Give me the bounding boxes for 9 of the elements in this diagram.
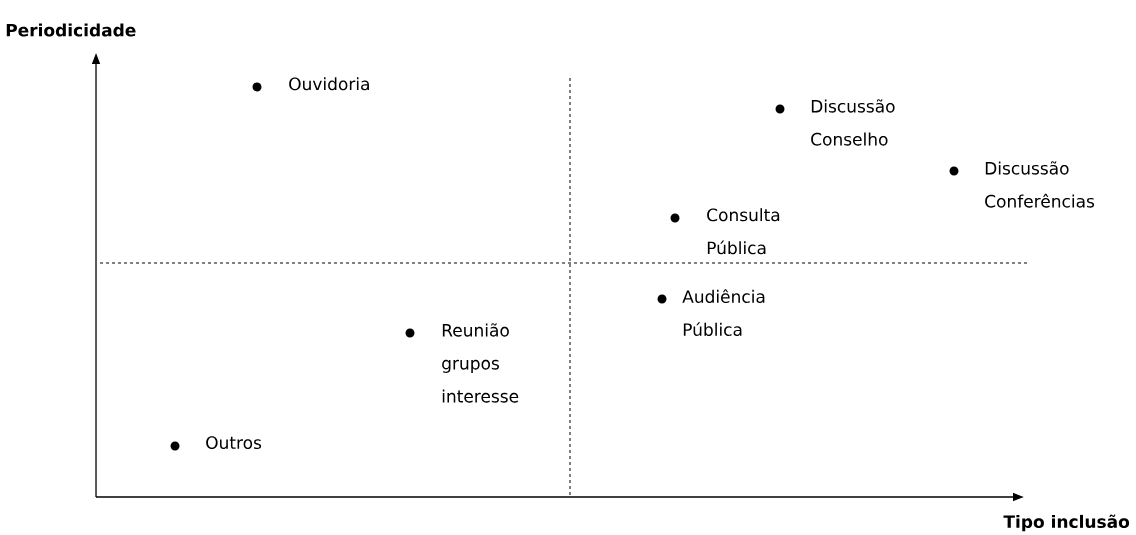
point-label: Reunião grupos interesse [442, 323, 519, 403]
point-label: Audiência Pública [682, 289, 765, 336]
point-label: Outros [206, 436, 262, 450]
point-label: Consulta Pública [707, 208, 780, 255]
point-label: Discussão Conferências [985, 161, 1095, 208]
axis-title: Periodicidade [6, 23, 136, 37]
axis-title: Tipo inclusão [1003, 514, 1130, 532]
point-label: Discussão Conselho [811, 99, 895, 146]
point-label: Ouvidoria [289, 77, 369, 91]
